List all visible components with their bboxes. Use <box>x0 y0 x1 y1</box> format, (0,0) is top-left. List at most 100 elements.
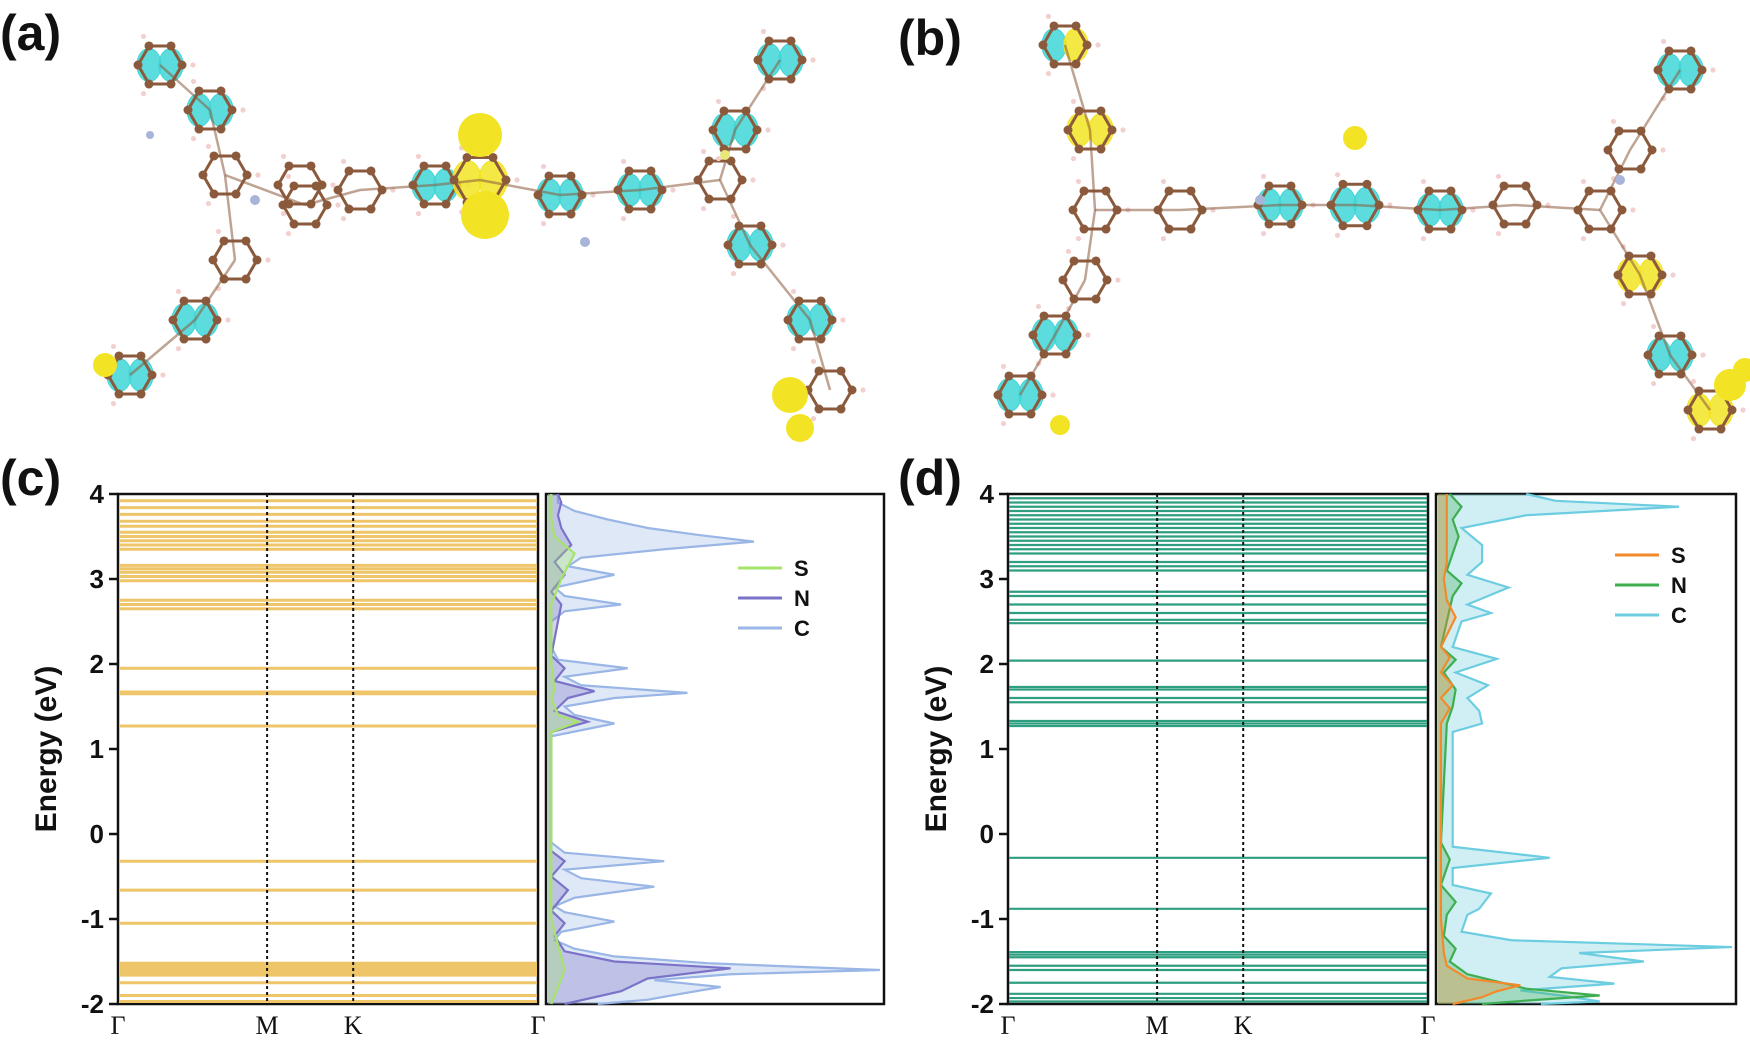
benzene-ring-atom <box>241 274 251 284</box>
benzene-ring-atom <box>1096 106 1106 116</box>
benzene-ring-atom <box>1186 186 1196 196</box>
benzene-ring-hydrogen <box>1620 300 1627 307</box>
benzene-ring-atom <box>1657 270 1667 280</box>
benzene-ring-atom <box>1101 186 1111 196</box>
benzene-ring-atom <box>1286 219 1296 229</box>
benzene-ring-atom <box>1079 186 1089 196</box>
benzene-ring-hydrogen <box>1035 303 1042 310</box>
benzene-ring-hydrogen <box>1065 248 1072 255</box>
benzene-ring-atom <box>1362 179 1372 189</box>
benzene-ring-atom <box>704 156 714 166</box>
benzene-ring-hydrogen <box>730 270 737 277</box>
benzene-ring-atom <box>289 181 299 191</box>
bond-link <box>223 174 237 261</box>
benzene-ring-atom <box>1338 221 1348 231</box>
benzene-ring-atom <box>1164 224 1174 234</box>
benzene-ring-atom <box>1091 294 1101 304</box>
benzene-ring-atom <box>166 79 176 89</box>
benzene-ring-atom <box>741 144 751 154</box>
benzene-ring-hydrogen <box>175 345 182 352</box>
benzene-ring-atom <box>836 404 846 414</box>
legend-label-s: S <box>1671 543 1686 568</box>
benzene-ring-hydrogen <box>790 345 797 352</box>
benzene-ring-atom <box>1071 59 1081 69</box>
benzene-ring-hydrogen <box>1630 207 1636 213</box>
benzene-ring-atom <box>344 166 354 176</box>
benzene-ring-hydrogen <box>750 177 756 183</box>
benzene-ring-atom <box>786 36 796 46</box>
benzene-ring-hydrogen <box>760 28 767 35</box>
benzene-ring-hydrogen <box>1045 70 1052 77</box>
bond-link <box>359 183 436 192</box>
benzene-ring-hydrogen <box>1075 178 1082 185</box>
benzene-ring-atom <box>231 189 241 199</box>
benzene-ring-atom <box>1697 65 1707 75</box>
benzene-ring-atom <box>231 151 241 161</box>
benzene-ring-atom <box>1686 46 1696 56</box>
dos-curve-c <box>550 494 881 1006</box>
benzene-ring-atom <box>114 389 124 399</box>
benzene-ring-atom <box>1026 409 1036 419</box>
benzene-ring-hydrogen <box>1160 178 1167 185</box>
benzene-ring-atom <box>1624 289 1634 299</box>
benzene-ring-hydrogen <box>190 135 197 142</box>
benzene-ring-hydrogen <box>1495 173 1502 180</box>
benzene-ring-atom <box>1286 181 1296 191</box>
benzene-ring-atom <box>764 36 774 46</box>
benzene-ring-atom <box>216 86 226 96</box>
benzene-ring-atom <box>408 180 418 190</box>
benzene-ring-hydrogen <box>140 33 147 40</box>
benzene-ring-atom <box>544 171 554 181</box>
benzene-ring-atom <box>827 315 837 325</box>
benzene-ring-atom <box>1694 424 1704 434</box>
kpoint-label: K <box>1234 1011 1253 1040</box>
benzene-ring-atom <box>179 334 189 344</box>
benzene-ring-atom <box>144 79 154 89</box>
benzene-ring-atom <box>1037 390 1047 400</box>
benzene-ring-atom <box>1069 256 1079 266</box>
band-plot-frame <box>116 492 540 1006</box>
benzene-ring-atom <box>419 161 429 171</box>
nitrogen-atom <box>1255 195 1265 205</box>
benzene-ring-hydrogen <box>715 98 722 105</box>
benzene-ring-atom <box>273 180 283 190</box>
benzene-ring-atom <box>147 370 157 380</box>
benzene-ring-atom <box>208 255 218 265</box>
y-tick-label: 1 <box>980 734 994 764</box>
bond-link <box>1628 69 1682 151</box>
benzene-ring-hydrogen <box>1070 98 1077 105</box>
kpoint-label: M <box>1146 1011 1169 1040</box>
benzene-ring-atom <box>1063 125 1073 135</box>
molecule-structure-a <box>93 28 866 442</box>
benzene-ring-hydrogen <box>540 163 547 170</box>
bond-link <box>193 259 237 321</box>
benzene-ring-hydrogen <box>810 415 817 422</box>
benzene-ring-hydrogen <box>160 372 166 378</box>
benzene-ring-atom <box>816 334 826 344</box>
bond-link <box>1063 44 1092 131</box>
orbital-lobe <box>1343 126 1367 150</box>
benzene-ring-atom <box>753 55 763 65</box>
benzene-ring-hydrogen <box>110 400 117 407</box>
benzene-ring-hydrogen <box>280 210 287 217</box>
bond-link <box>1088 129 1097 211</box>
legend-label-c: C <box>794 616 810 641</box>
benzene-ring-atom <box>1058 275 1068 285</box>
benzene-ring-atom <box>1584 186 1594 196</box>
dos-curve-c <box>1451 492 1733 1006</box>
dos-curve-s <box>1439 494 1521 1006</box>
benzene-ring-hydrogen <box>1120 127 1126 133</box>
panel-label-b: (b) <box>898 10 962 66</box>
benzene-ring-atom <box>1107 125 1117 135</box>
y-tick-label: 2 <box>90 649 104 679</box>
benzene-ring-atom <box>1028 330 1038 340</box>
benzene-ring-hydrogen <box>1710 67 1716 73</box>
y-tick-label: 3 <box>90 564 104 594</box>
y-tick-label: -2 <box>971 989 994 1019</box>
kpoint-label: Γ <box>110 1011 125 1040</box>
benzene-ring-atom <box>767 240 777 250</box>
benzene-ring-atom <box>1164 186 1174 196</box>
benzene-ring-atom <box>533 190 543 200</box>
benzene-ring-hydrogen <box>285 230 292 237</box>
